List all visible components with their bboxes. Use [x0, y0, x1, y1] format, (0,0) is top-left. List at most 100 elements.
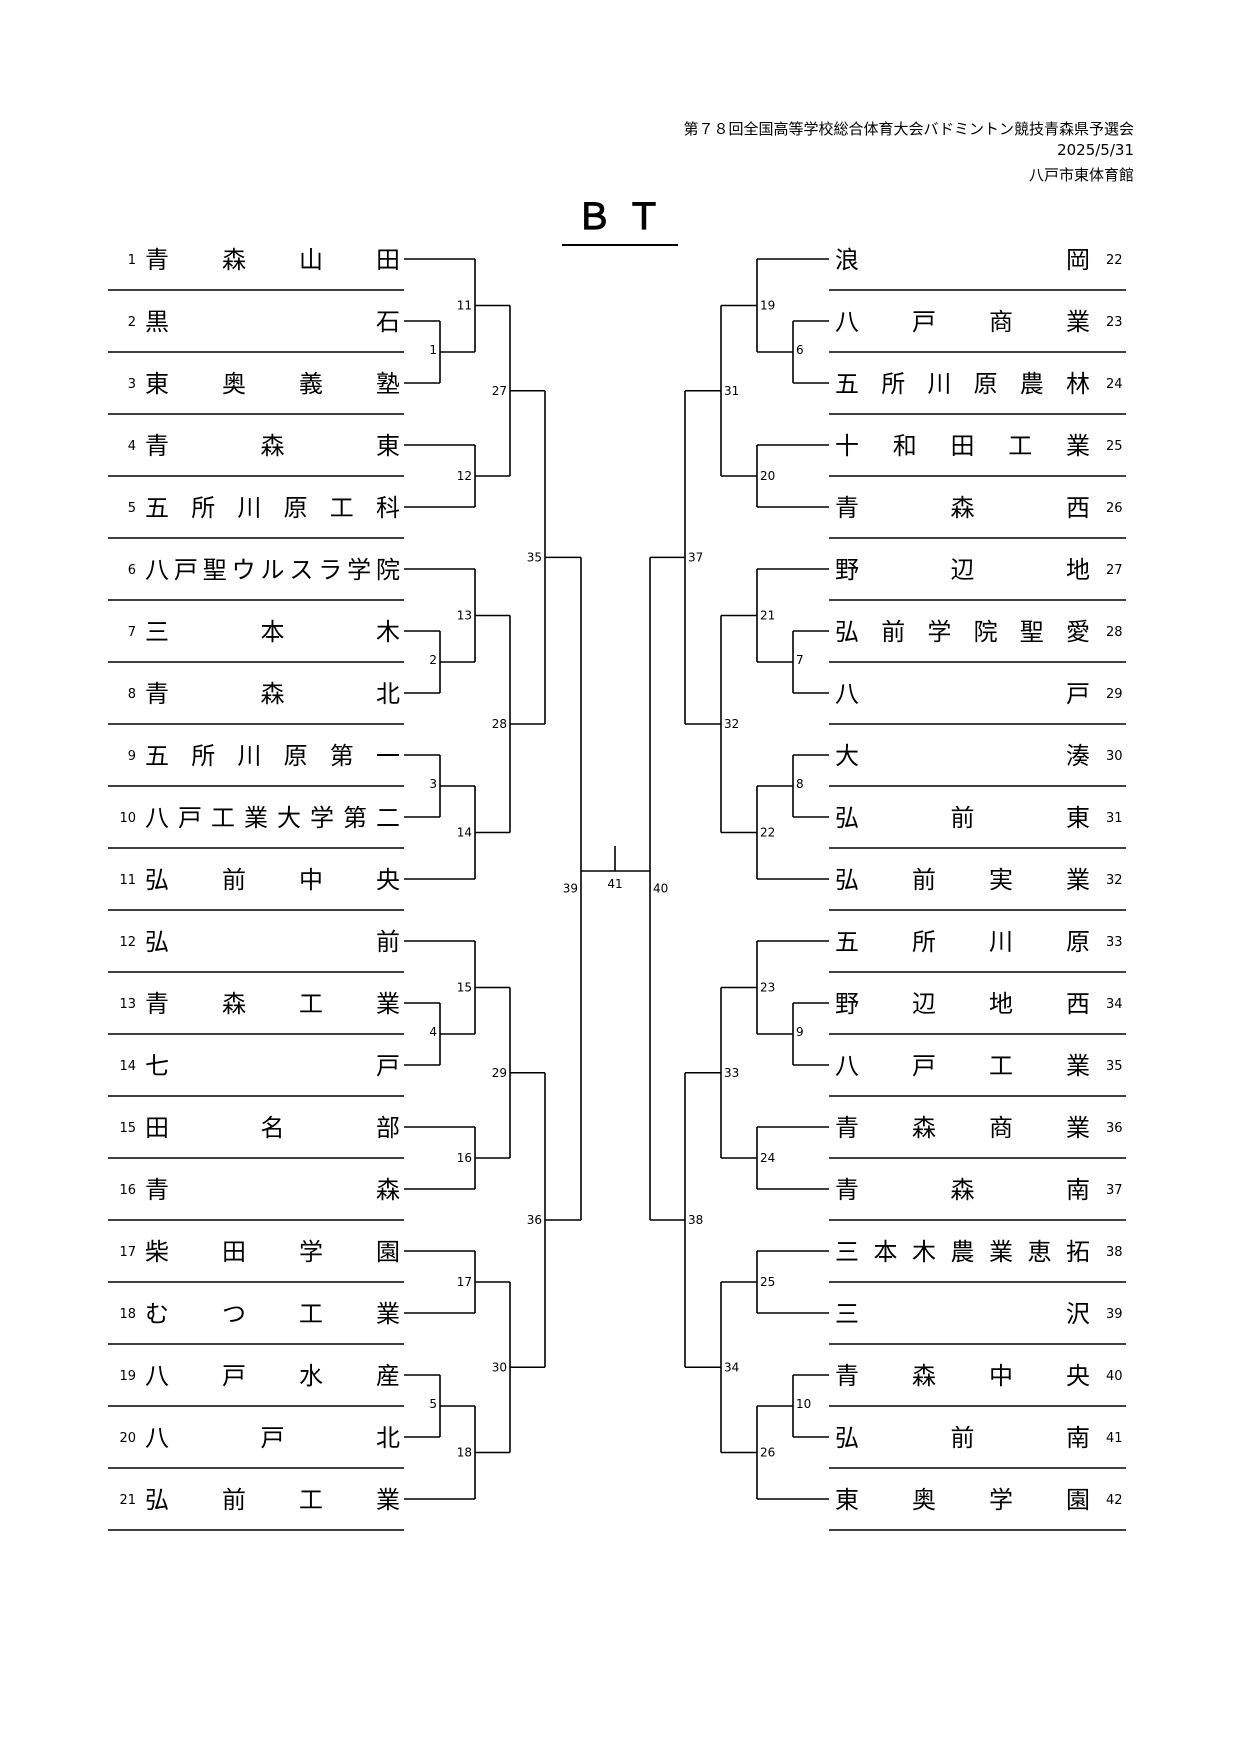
- team-name: 八戸工業: [835, 1052, 1090, 1080]
- event-name: 第７８回全国高等学校総合体育大会バドミントン競技青森県予選会: [683, 120, 1134, 138]
- match-number: 14: [457, 826, 472, 840]
- team-seed: 26: [1106, 501, 1123, 516]
- match-number: 26: [760, 1446, 775, 1460]
- team-name: 青森東: [145, 432, 400, 460]
- match-number: 4: [429, 1025, 437, 1039]
- team-name: 弘前中央: [145, 866, 400, 894]
- team-seed: 17: [119, 1245, 136, 1260]
- team-seed: 4: [128, 439, 136, 454]
- team-seed: 8: [128, 687, 136, 702]
- match-number: 5: [429, 1397, 437, 1411]
- team-name: 青森西: [835, 494, 1090, 522]
- event-venue: 八戸市東体育館: [1028, 166, 1134, 184]
- final-match-number: 41: [607, 877, 622, 891]
- team-seed: 9: [128, 749, 136, 764]
- match-number: 31: [724, 384, 739, 398]
- team-name: むつ工業: [145, 1300, 400, 1328]
- match-number: 13: [457, 609, 472, 623]
- team-seed: 35: [1106, 1059, 1123, 1074]
- team-seed: 29: [1106, 687, 1123, 702]
- team-name: 弘前実業: [835, 866, 1090, 894]
- team-name: 柴田学園: [145, 1238, 400, 1266]
- match-number: 17: [457, 1275, 472, 1289]
- team-seed: 37: [1106, 1183, 1123, 1198]
- match-number: 20: [760, 469, 775, 483]
- team-name: 弘前工業: [145, 1486, 400, 1514]
- match-number: 9: [796, 1025, 804, 1039]
- match-number: 23: [760, 981, 775, 995]
- match-number: 16: [457, 1151, 472, 1165]
- match-number: 24: [760, 1151, 775, 1165]
- team-seed: 42: [1106, 1493, 1123, 1508]
- team-name: 青森山田: [145, 246, 400, 274]
- team-name: 青森中央: [835, 1362, 1090, 1390]
- match-number: 29: [492, 1066, 507, 1080]
- team-name: 田名部: [145, 1114, 400, 1142]
- team-name: 弘前学院聖愛: [835, 618, 1090, 646]
- team-seed: 14: [119, 1059, 136, 1074]
- team-name: 八戸工業大学第二: [145, 804, 400, 832]
- team-seed: 11: [119, 873, 136, 888]
- match-number: 22: [760, 826, 775, 840]
- team-name: 東奥学園: [835, 1486, 1090, 1514]
- match-number: 6: [796, 343, 804, 357]
- team-seed: 6: [128, 563, 136, 578]
- team-name: 青森: [145, 1176, 400, 1204]
- match-number: 2: [429, 653, 437, 667]
- team-name: 八戸聖ウルスラ学院: [145, 556, 400, 584]
- match-number: 11: [457, 299, 472, 313]
- match-number: 39: [563, 882, 578, 896]
- team-seed: 31: [1106, 811, 1123, 826]
- match-number: 7: [796, 653, 804, 667]
- team-seed: 23: [1106, 315, 1123, 330]
- team-seed: 27: [1106, 563, 1123, 578]
- team-seed: 19: [119, 1369, 136, 1384]
- match-number: 35: [527, 550, 542, 564]
- match-number: 33: [724, 1066, 739, 1080]
- team-seed: 15: [119, 1121, 136, 1136]
- team-name: 弘前: [145, 928, 400, 956]
- team-seed: 7: [128, 625, 136, 640]
- match-number: 18: [457, 1446, 472, 1460]
- team-seed: 22: [1106, 253, 1123, 268]
- team-name: 浪岡: [835, 246, 1090, 274]
- team-name: 青森商業: [835, 1114, 1090, 1142]
- team-seed: 24: [1106, 377, 1123, 392]
- team-name: 五所川原: [835, 928, 1090, 956]
- team-name: 三本木農業恵拓: [835, 1238, 1090, 1266]
- team-seed: 33: [1106, 935, 1123, 950]
- team-seed: 38: [1106, 1245, 1123, 1260]
- team-seed: 34: [1106, 997, 1123, 1012]
- team-seed: 39: [1106, 1307, 1123, 1322]
- team-seed: 1: [128, 253, 136, 268]
- team-name: 五所川原第一: [145, 742, 400, 770]
- team-name: 青森工業: [145, 990, 400, 1018]
- team-seed: 36: [1106, 1121, 1123, 1136]
- team-name: 青森北: [145, 680, 400, 708]
- match-number: 8: [796, 777, 804, 791]
- team-name: 東奥義塾: [145, 370, 400, 398]
- match-number: 34: [724, 1360, 739, 1374]
- team-name: 五所川原工科: [145, 494, 400, 522]
- team-name: 八戸北: [145, 1424, 400, 1452]
- match-number: 10: [796, 1397, 811, 1411]
- team-name: 八戸: [835, 680, 1090, 708]
- match-number: 27: [492, 384, 507, 398]
- team-name: 大湊: [835, 742, 1090, 770]
- match-number: 21: [760, 609, 775, 623]
- team-seed: 3: [128, 377, 136, 392]
- team-name: 八戸水産: [145, 1362, 400, 1390]
- team-name: 青森南: [835, 1176, 1090, 1204]
- team-name: 黒石: [145, 308, 400, 336]
- team-name: 野辺地西: [835, 990, 1090, 1018]
- match-number: 32: [724, 717, 739, 731]
- match-number: 1: [429, 343, 437, 357]
- match-number: 38: [688, 1213, 703, 1227]
- team-name: 弘前東: [835, 804, 1090, 832]
- team-seed: 25: [1106, 439, 1123, 454]
- team-name: 三本木: [145, 618, 400, 646]
- team-seed: 2: [128, 315, 136, 330]
- team-seed: 40: [1106, 1369, 1123, 1384]
- team-seed: 5: [128, 501, 136, 516]
- team-seed: 32: [1106, 873, 1123, 888]
